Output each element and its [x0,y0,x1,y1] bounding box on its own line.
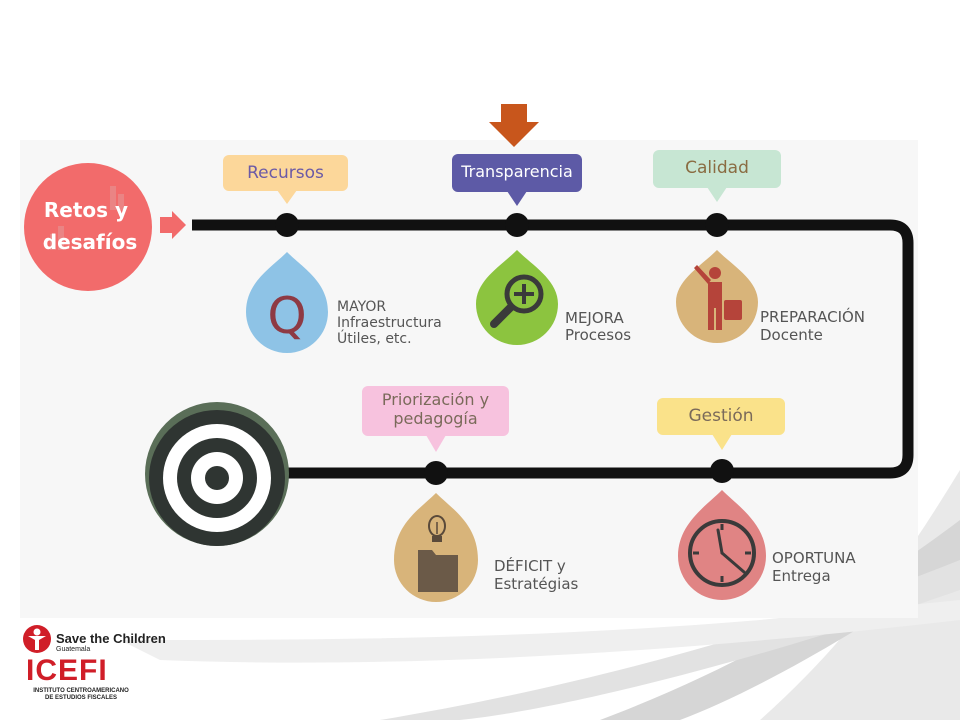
label-priorizacion: Priorización y pedagogía [362,386,509,436]
icefi-subtitle-line1: INSTITUTO CENTROAMERICANO [33,688,129,694]
desc-priorizacion-line1: DÉFICIT y [494,557,566,575]
node-priorizacion [424,461,448,485]
gestion-pointer [712,434,732,450]
start-circle: Retos y desafíos [24,163,152,291]
desc-gestion-line2: Entrega [772,567,831,585]
clock-icon [688,519,756,587]
drop-priorizacion [394,493,478,602]
background-swoosh [120,470,960,720]
magnifier-plus-icon [490,274,544,328]
desc-recursos-line1: MAYOR [337,299,387,315]
save-the-children-subtitle: Guatemala [56,646,91,653]
label-recursos: Recursos [223,155,348,191]
desc-calidad: PREPARACIÓN Docente [760,308,865,344]
drop-calidad [676,250,758,343]
node-transparencia [505,213,529,237]
desc-priorizacion-line2: Estratégias [494,575,579,593]
label-gestion: Gestión [657,398,785,435]
letter-q-icon: Q [267,287,306,345]
desc-gestion: OPORTUNA Entrega [772,549,856,585]
drop-gestion [678,490,766,600]
save-the-children-name: Save the Children [56,631,166,646]
process-path-line [192,219,914,479]
label-priorizacion-line1: Priorización y [381,390,490,409]
desc-calidad-line2: Docente [760,326,823,344]
calidad-pointer [707,187,727,202]
drop-transparencia [476,250,558,345]
teacher-icon [694,265,742,330]
label-priorizacion-line2: pedagogía [393,409,478,428]
desc-transparencia-line2: Procesos [565,326,632,344]
start-text-line2: desafíos [43,230,137,254]
desc-transparencia: MEJORA Procesos [565,310,631,344]
node-gestion [710,459,734,483]
logos-area: Save the Children Guatemala ICEFI INSTIT… [20,622,190,714]
desc-recursos: MAYOR Infraestructura Útiles, etc. [337,299,442,347]
desc-recursos-line3: Útiles, etc. [337,331,412,347]
icefi-logo: ICEFI [26,654,108,687]
desc-calidad-line1: PREPARACIÓN [760,308,866,326]
drop-recursos: Q [246,252,328,354]
label-calidad: Calidad [653,150,781,188]
desc-transparencia-line1: MEJORA [565,309,624,327]
icefi-subtitle-line2: DE ESTUDIOS FISCALES [44,695,117,701]
save-the-children-logo: Save the Children [22,624,166,654]
save-the-children-emblem-icon [23,625,51,653]
desc-gestion-line1: OPORTUNA [772,549,856,567]
down-arrow-icon [489,104,539,147]
priorizacion-pointer [426,435,446,452]
node-recursos [275,213,299,237]
icefi-subtitle: INSTITUTO CENTROAMERICANO DE ESTUDIOS FI… [26,688,136,702]
start-arrow-icon [160,211,186,239]
transparencia-pointer [507,191,527,206]
node-calidad [705,213,729,237]
lightbulb-folder-icon [418,515,458,592]
target-icon [145,402,289,546]
label-transparencia: Transparencia [452,154,582,192]
start-text-line1: Retos y [44,198,128,222]
desc-recursos-line2: Infraestructura [337,315,442,331]
recursos-pointer [277,190,297,204]
desc-priorizacion: DÉFICIT y Estratégias [494,557,578,593]
